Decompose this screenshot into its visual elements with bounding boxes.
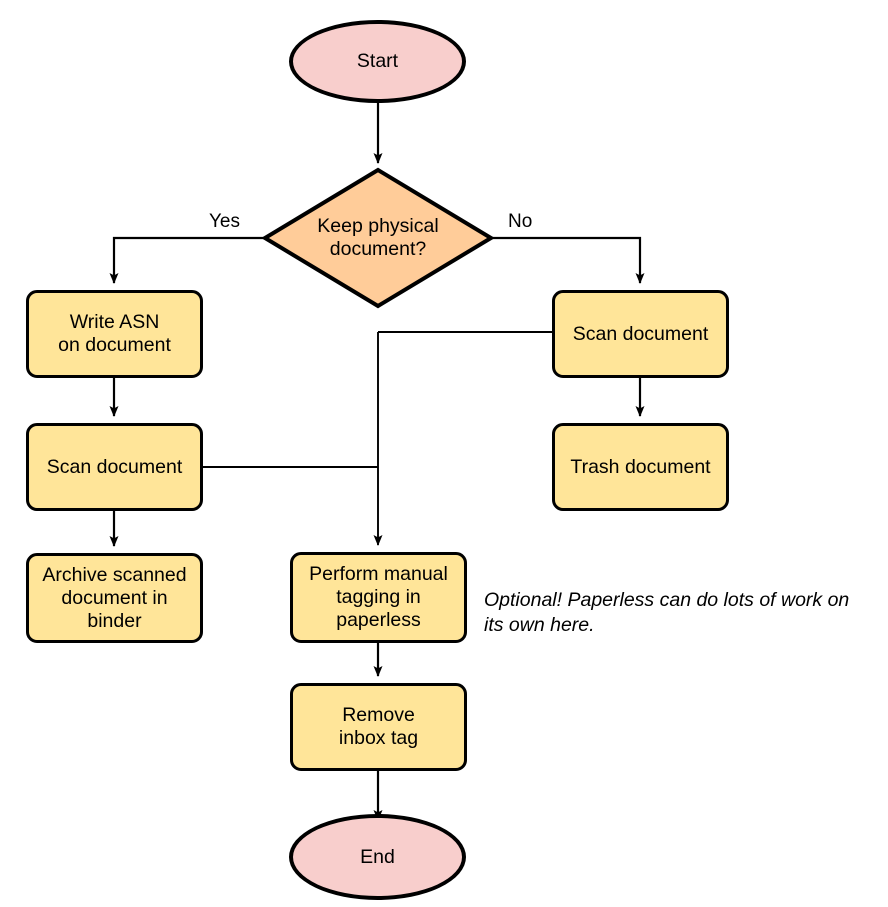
node-write-asn[interactable]: Write ASN on document xyxy=(26,290,203,378)
node-scan-document-left-label: Scan document xyxy=(46,455,183,478)
edge-label-no: No xyxy=(508,211,533,232)
edge-decision-to-write-asn xyxy=(109,236,264,284)
node-end[interactable]: End xyxy=(289,814,466,900)
node-archive-scanned-label: Archive scanned document in binder xyxy=(42,563,187,632)
node-scan-document-right[interactable]: Scan document xyxy=(552,290,729,378)
node-remove-inbox-tag[interactable]: Remove inbox tag xyxy=(290,683,467,771)
node-decision-label: Keep physical document? xyxy=(317,215,439,260)
node-decision[interactable]: Keep physical document? xyxy=(285,196,471,280)
node-remove-inbox-tag-label: Remove inbox tag xyxy=(338,704,419,749)
node-archive-scanned[interactable]: Archive scanned document in binder xyxy=(26,553,203,643)
edge-label-yes: Yes xyxy=(209,211,240,232)
edge-decision-to-scan-right xyxy=(492,236,645,284)
node-perform-manual-tagging[interactable]: Perform manual tagging in paperless xyxy=(290,552,467,643)
node-start[interactable]: Start xyxy=(289,20,466,103)
node-trash-document[interactable]: Trash document xyxy=(552,423,729,511)
annotation-optional-note: Optional! Paperless can do lots of work … xyxy=(484,589,850,637)
node-write-asn-label: Write ASN on document xyxy=(58,311,171,356)
node-end-label: End xyxy=(360,845,395,868)
node-scan-document-left[interactable]: Scan document xyxy=(26,423,203,511)
node-scan-document-right-label: Scan document xyxy=(572,322,709,345)
node-perform-manual-tagging-label: Perform manual tagging in paperless xyxy=(309,563,448,631)
node-trash-document-label: Trash document xyxy=(570,455,711,478)
node-start-label: Start xyxy=(356,50,399,72)
